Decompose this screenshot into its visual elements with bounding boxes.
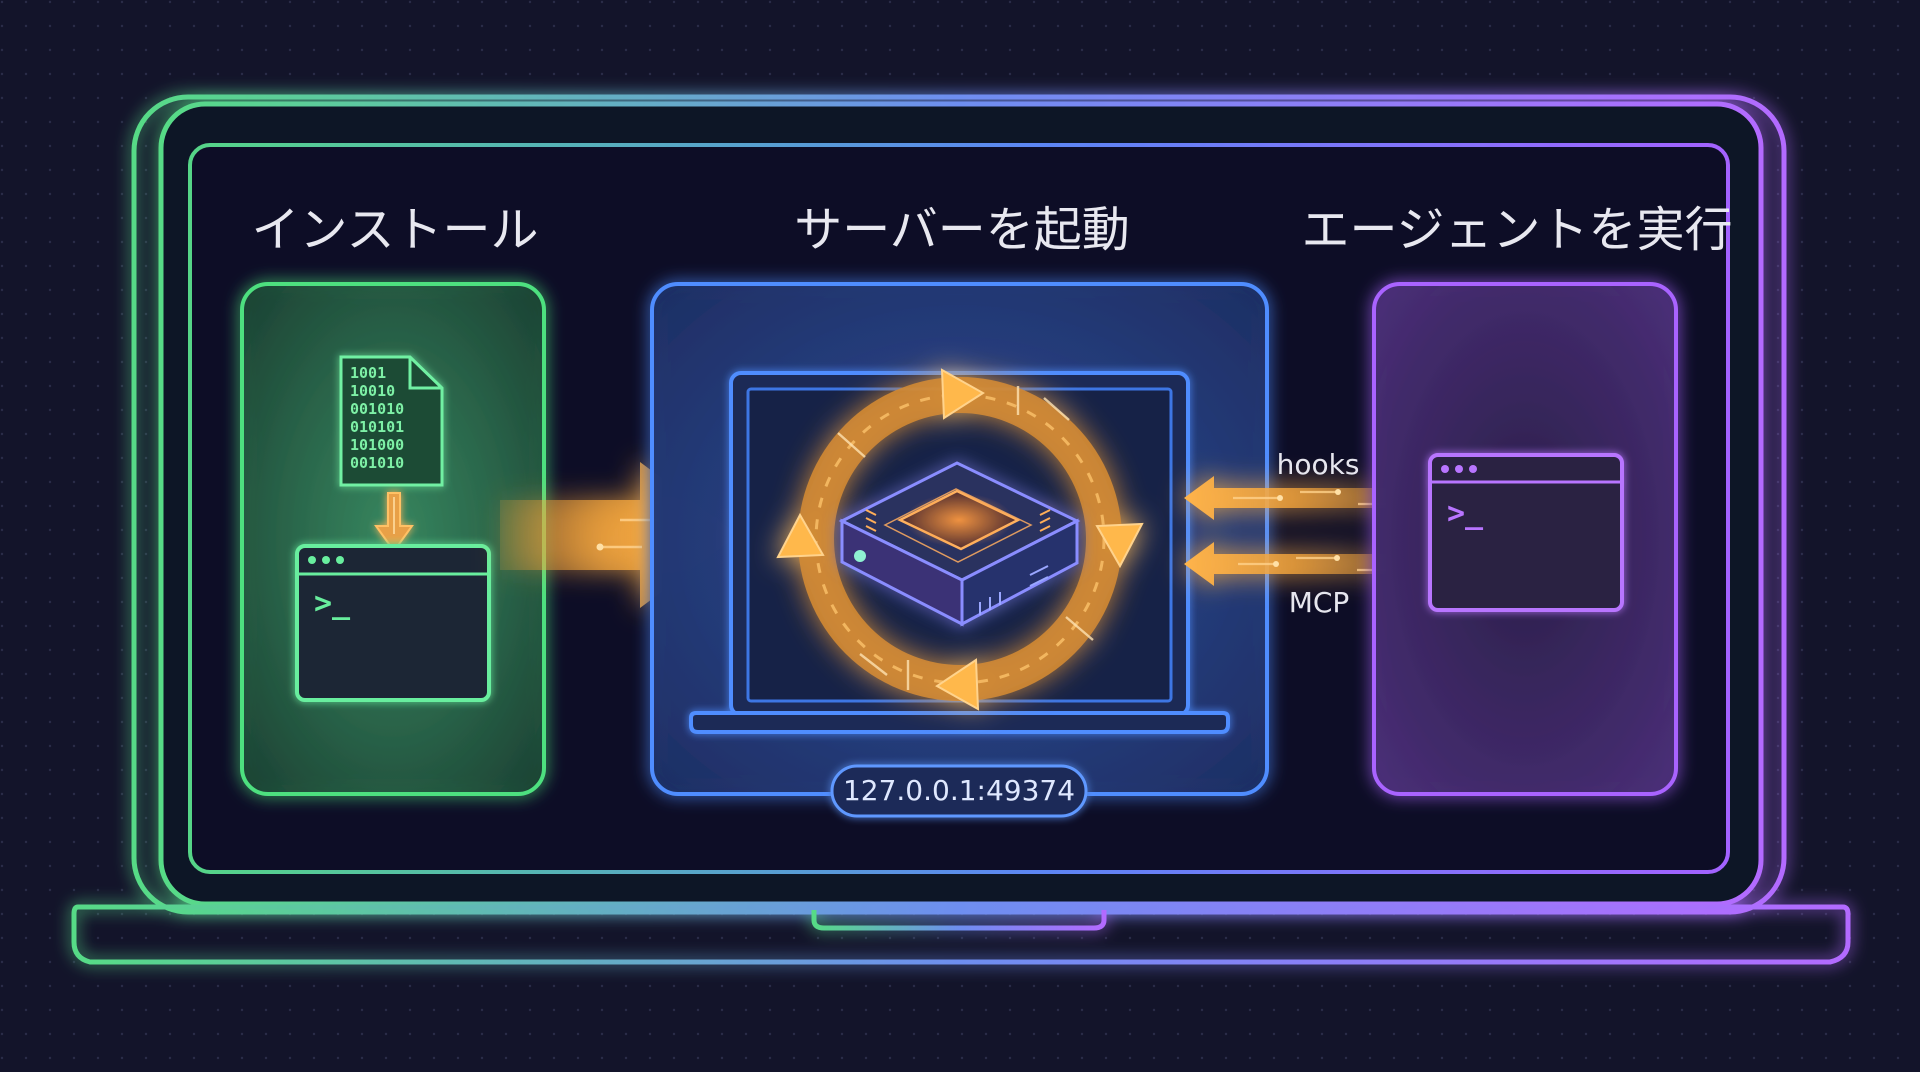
binary-line-4: 010101 xyxy=(350,418,404,436)
download-arrow-icon xyxy=(374,492,414,553)
hooks-label: hooks xyxy=(1277,448,1360,481)
terminal-icon: >_ xyxy=(295,544,491,702)
server-address-pill: 127.0.0.1:49374 xyxy=(830,764,1088,818)
server-card: 127.0.0.1:49374 xyxy=(650,282,1269,818)
step-title-agent: エージェントを実行 xyxy=(1301,202,1732,258)
step-title-server: サーバーを起動 xyxy=(794,202,1130,258)
agent-card: >_ xyxy=(1372,282,1678,796)
server-address: 127.0.0.1:49374 xyxy=(843,774,1075,807)
binary-line-2: 10010 xyxy=(350,382,395,400)
install-card: 1001 10010 001010 010101 101000 001010 >… xyxy=(240,282,546,796)
step-title-install: インストール xyxy=(251,202,538,258)
binary-file-icon: 1001 10010 001010 010101 101000 001010 xyxy=(339,355,444,487)
agent-terminal-icon: >_ xyxy=(1428,453,1624,612)
install-terminal-prompt: >_ xyxy=(314,586,351,621)
binary-line-5: 101000 xyxy=(350,436,404,454)
binary-line-1: 1001 xyxy=(350,364,386,382)
mcp-label: MCP xyxy=(1289,586,1350,619)
binary-line-6: 001010 xyxy=(350,454,404,472)
agent-terminal-prompt: >_ xyxy=(1447,496,1484,531)
binary-line-3: 001010 xyxy=(350,400,404,418)
cycle-arrows-icon xyxy=(776,368,1144,711)
chip-icon xyxy=(838,461,1081,627)
